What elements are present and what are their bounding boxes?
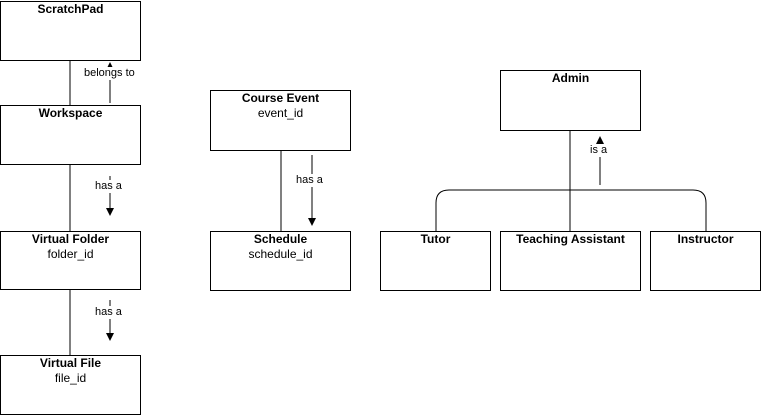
entity-attribute: file_id <box>54 371 87 385</box>
entity-title: Virtual Folder <box>31 232 110 246</box>
entity-title: Admin <box>551 71 590 85</box>
entity-workspace[interactable]: Workspace <box>0 105 141 165</box>
connector-admin-tree <box>435 189 707 231</box>
entity-course-event[interactable]: Course Event event_id <box>210 90 351 151</box>
label-has-a-schedule: has a <box>296 174 323 187</box>
entity-instructor[interactable]: Instructor <box>650 231 761 291</box>
entity-title: ScratchPad <box>37 2 104 16</box>
entity-virtual-file[interactable]: Virtual File file_id <box>0 355 141 415</box>
entity-schedule[interactable]: Schedule schedule_id <box>210 231 351 291</box>
label-is-a: is a <box>590 144 608 157</box>
label-belongs-to: belongs to <box>84 67 135 80</box>
entity-title: Virtual File <box>39 356 102 370</box>
entity-title: Tutor <box>420 232 451 246</box>
label-has-a-folder: has a <box>95 180 122 193</box>
entity-attribute: schedule_id <box>248 247 313 261</box>
entity-tutor[interactable]: Tutor <box>380 231 491 291</box>
entity-title: Instructor <box>677 232 734 246</box>
label-has-a-file: has a <box>95 306 122 319</box>
entity-attribute: event_id <box>257 106 304 120</box>
entity-title: Schedule <box>253 232 308 246</box>
entity-title: Teaching Assistant <box>516 232 625 246</box>
entity-attribute: folder_id <box>47 247 94 261</box>
entity-virtual-folder[interactable]: Virtual Folder folder_id <box>0 231 141 290</box>
entity-admin[interactable]: Admin <box>500 70 641 131</box>
entity-title: Course Event <box>241 91 320 105</box>
entity-title: Workspace <box>38 106 103 120</box>
entity-teaching-assistant[interactable]: Teaching Assistant <box>500 231 641 291</box>
entity-scratchpad[interactable]: ScratchPad <box>0 1 141 61</box>
